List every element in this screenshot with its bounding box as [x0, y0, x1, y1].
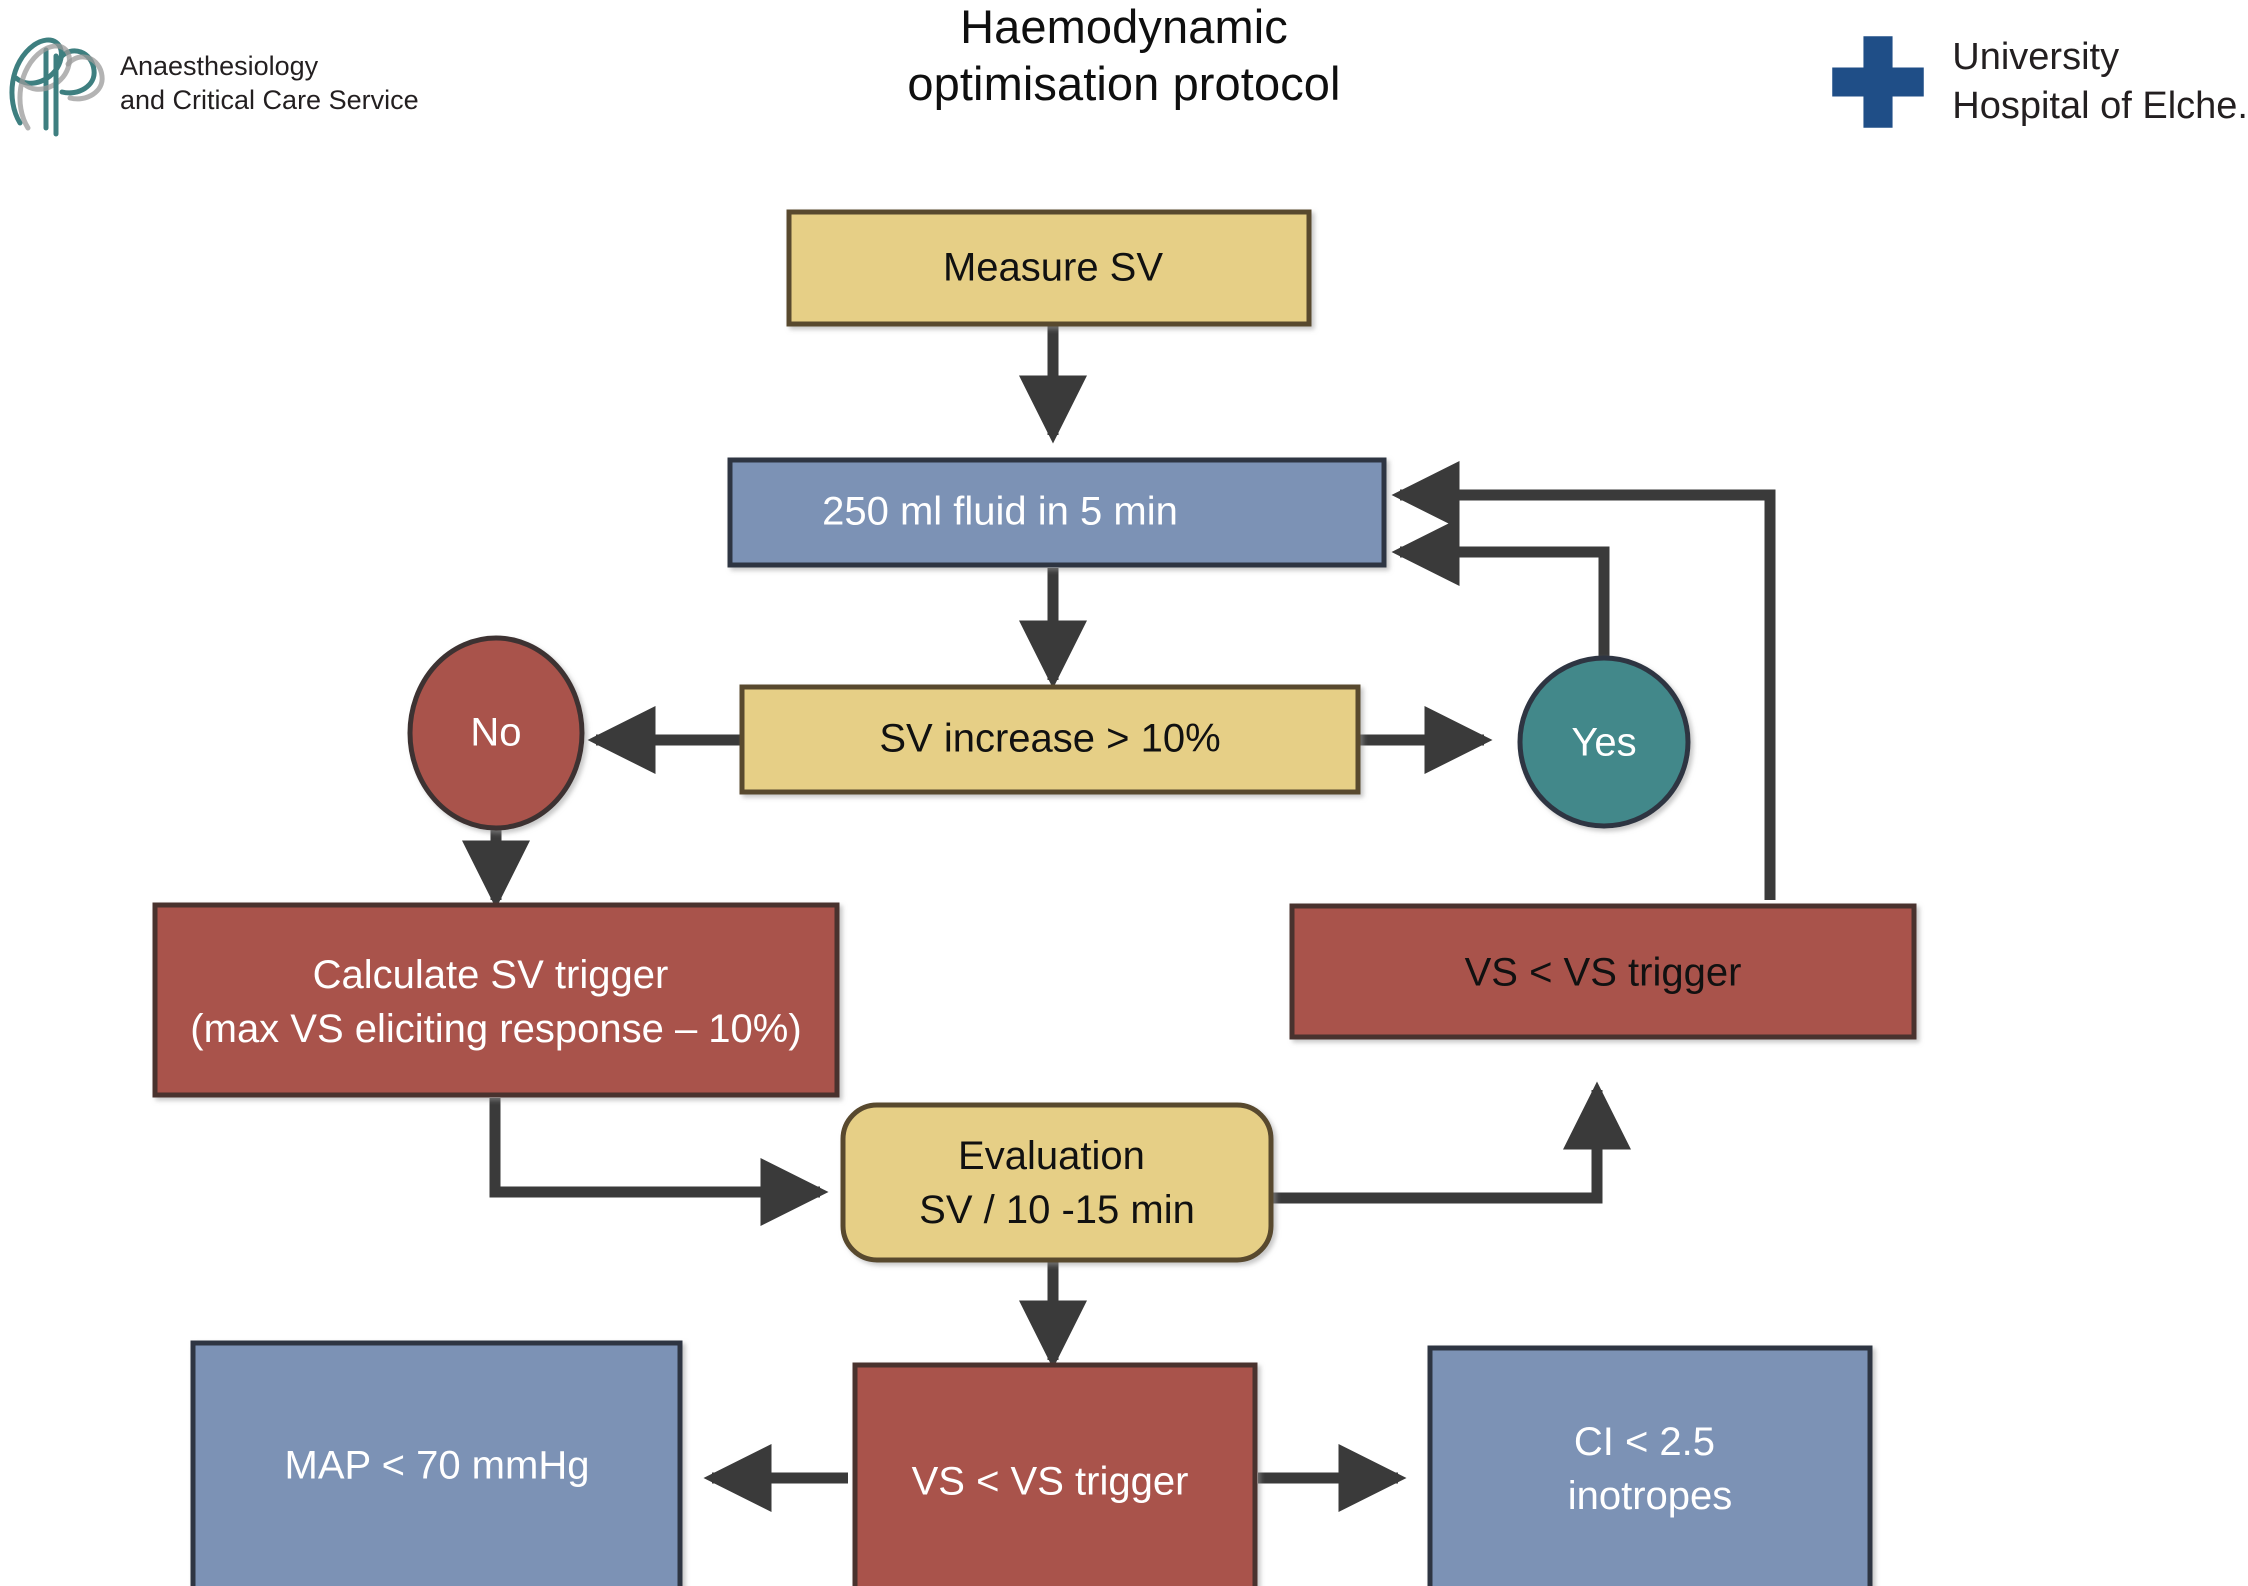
anaesthesiology-monogram-icon	[9, 37, 105, 137]
node-calculate-trigger-line-2: (max VS eliciting response – 10%)	[190, 1007, 801, 1051]
university-hospital-logo-text: University Hospital of Elche.	[1952, 35, 2248, 127]
node-measure-sv-label: Measure SV	[943, 246, 1163, 290]
node-vs-trigger-lower-label: VS < VS trigger	[912, 1460, 1189, 1504]
node-ci-inotropes[interactable]: CI < 2.5 inotropes	[1427, 1345, 1873, 1586]
node-ci-inotropes-line-1: CI < 2.5	[1574, 1420, 1715, 1464]
node-decision-yes[interactable]: Yes	[1517, 655, 1691, 829]
node-evaluation-line-1: Evaluation	[958, 1134, 1145, 1178]
node-measure-sv[interactable]: Measure SV	[786, 209, 1312, 327]
node-decision-no-label: No	[470, 711, 521, 755]
node-sv-increase-label: SV increase > 10%	[879, 717, 1220, 761]
university-hospital-logo: University Hospital of Elche.	[1826, 30, 2248, 134]
node-calculate-trigger-line-1: Calculate SV trigger	[313, 953, 669, 997]
node-decision-yes-label: Yes	[1571, 721, 1636, 765]
edge-vs-upper-to-fluid-feedback	[1391, 460, 1776, 900]
node-vs-trigger-lower[interactable]: VS < VS trigger	[852, 1362, 1258, 1586]
node-evaluation-line-2: SV / 10 -15 min	[919, 1188, 1195, 1232]
node-vs-trigger-upper-label: VS < VS trigger	[1465, 951, 1742, 995]
anaesthesiology-logo: Anaesthesiology and Critical Care Servic…	[0, 28, 419, 140]
node-evaluation[interactable]: Evaluation SV / 10 -15 min	[840, 1102, 1274, 1263]
node-map-low[interactable]: MAP < 70 mmHg	[190, 1340, 683, 1586]
edge-calculate-to-evaluation	[489, 1098, 829, 1227]
node-ci-inotropes-label: CI < 2.5 inotropes	[1568, 1420, 1733, 1518]
anaesthesiology-logo-text: Anaesthesiology and Critical Care Servic…	[120, 51, 419, 115]
node-fluid-bolus-label: 250 ml fluid in 5 min	[822, 490, 1178, 534]
node-map-low-label: MAP < 70 mmHg	[285, 1444, 590, 1488]
node-ci-inotropes-line-2: inotropes	[1568, 1474, 1733, 1518]
node-evaluation-label: Evaluation SV / 10 -15 min	[919, 1134, 1195, 1232]
medical-cross-icon	[1832, 36, 1925, 128]
node-fluid-bolus[interactable]: 250 ml fluid in 5 min	[727, 457, 1387, 568]
node-vs-trigger-upper[interactable]: VS < VS trigger	[1289, 903, 1917, 1040]
node-calculate-trigger-label: Calculate SV trigger (max VS eliciting r…	[190, 953, 801, 1051]
node-sv-increase[interactable]: SV increase > 10%	[739, 684, 1361, 795]
node-calculate-trigger[interactable]: Calculate SV trigger (max VS eliciting r…	[152, 902, 840, 1098]
edge-evaluation-to-vs-upper	[1272, 1081, 1632, 1204]
page-title: Haemodynamic optimisation protocol	[907, 0, 1341, 111]
edge-yes-to-fluid-feedback	[1391, 517, 1610, 660]
node-decision-no[interactable]: No	[407, 635, 585, 831]
